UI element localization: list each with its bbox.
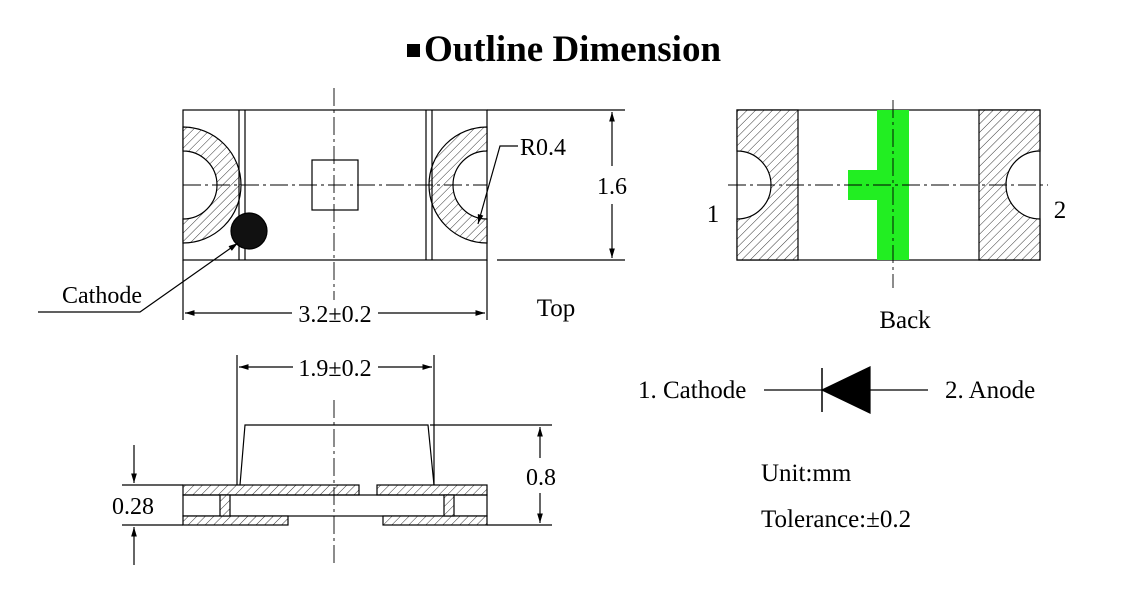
radius-label: R0.4: [520, 135, 566, 161]
total-height-dimension-label: 0.8: [526, 465, 556, 491]
unit-note: Unit:mm: [761, 460, 852, 487]
title-text: Outline Dimension: [423, 29, 722, 70]
symbol-cathode-label: 1. Cathode: [638, 377, 746, 404]
lens-outline: [239, 424, 435, 486]
diode-triangle: [820, 366, 871, 414]
left-pad-hatch: [182, 126, 242, 244]
top-width-dimension-label: 1.9±0.2: [298, 356, 371, 382]
top-view-label: Top: [537, 295, 576, 322]
page-title: Outline Dimension: [0, 28, 1128, 71]
top-view: [38, 88, 625, 320]
back-view: [728, 100, 1048, 288]
width-dimension-label: 3.2±0.2: [298, 302, 371, 328]
pin2-label: 2: [1054, 197, 1067, 224]
back-right-pad: [978, 109, 1041, 261]
pcb-height-dimension-label: 0.28: [112, 494, 154, 520]
radius-leader: [477, 145, 518, 225]
side-view: [122, 355, 552, 565]
cathode-label: Cathode: [62, 283, 142, 309]
pin1-label: 1: [707, 201, 720, 228]
square-bullet-icon: [406, 44, 420, 58]
tolerance-note: Tolerance:±0.2: [761, 506, 911, 533]
diode-symbol: [764, 366, 928, 414]
symbol-anode-label: 2. Anode: [945, 377, 1035, 404]
substrate: [182, 494, 488, 517]
cathode-leader: [38, 242, 239, 313]
cathode-dot: [230, 212, 268, 250]
right-pad-hatch: [428, 126, 488, 244]
back-view-label: Back: [879, 307, 931, 334]
height-dimension-label: 1.6: [597, 174, 627, 200]
back-left-pad: [736, 109, 799, 261]
